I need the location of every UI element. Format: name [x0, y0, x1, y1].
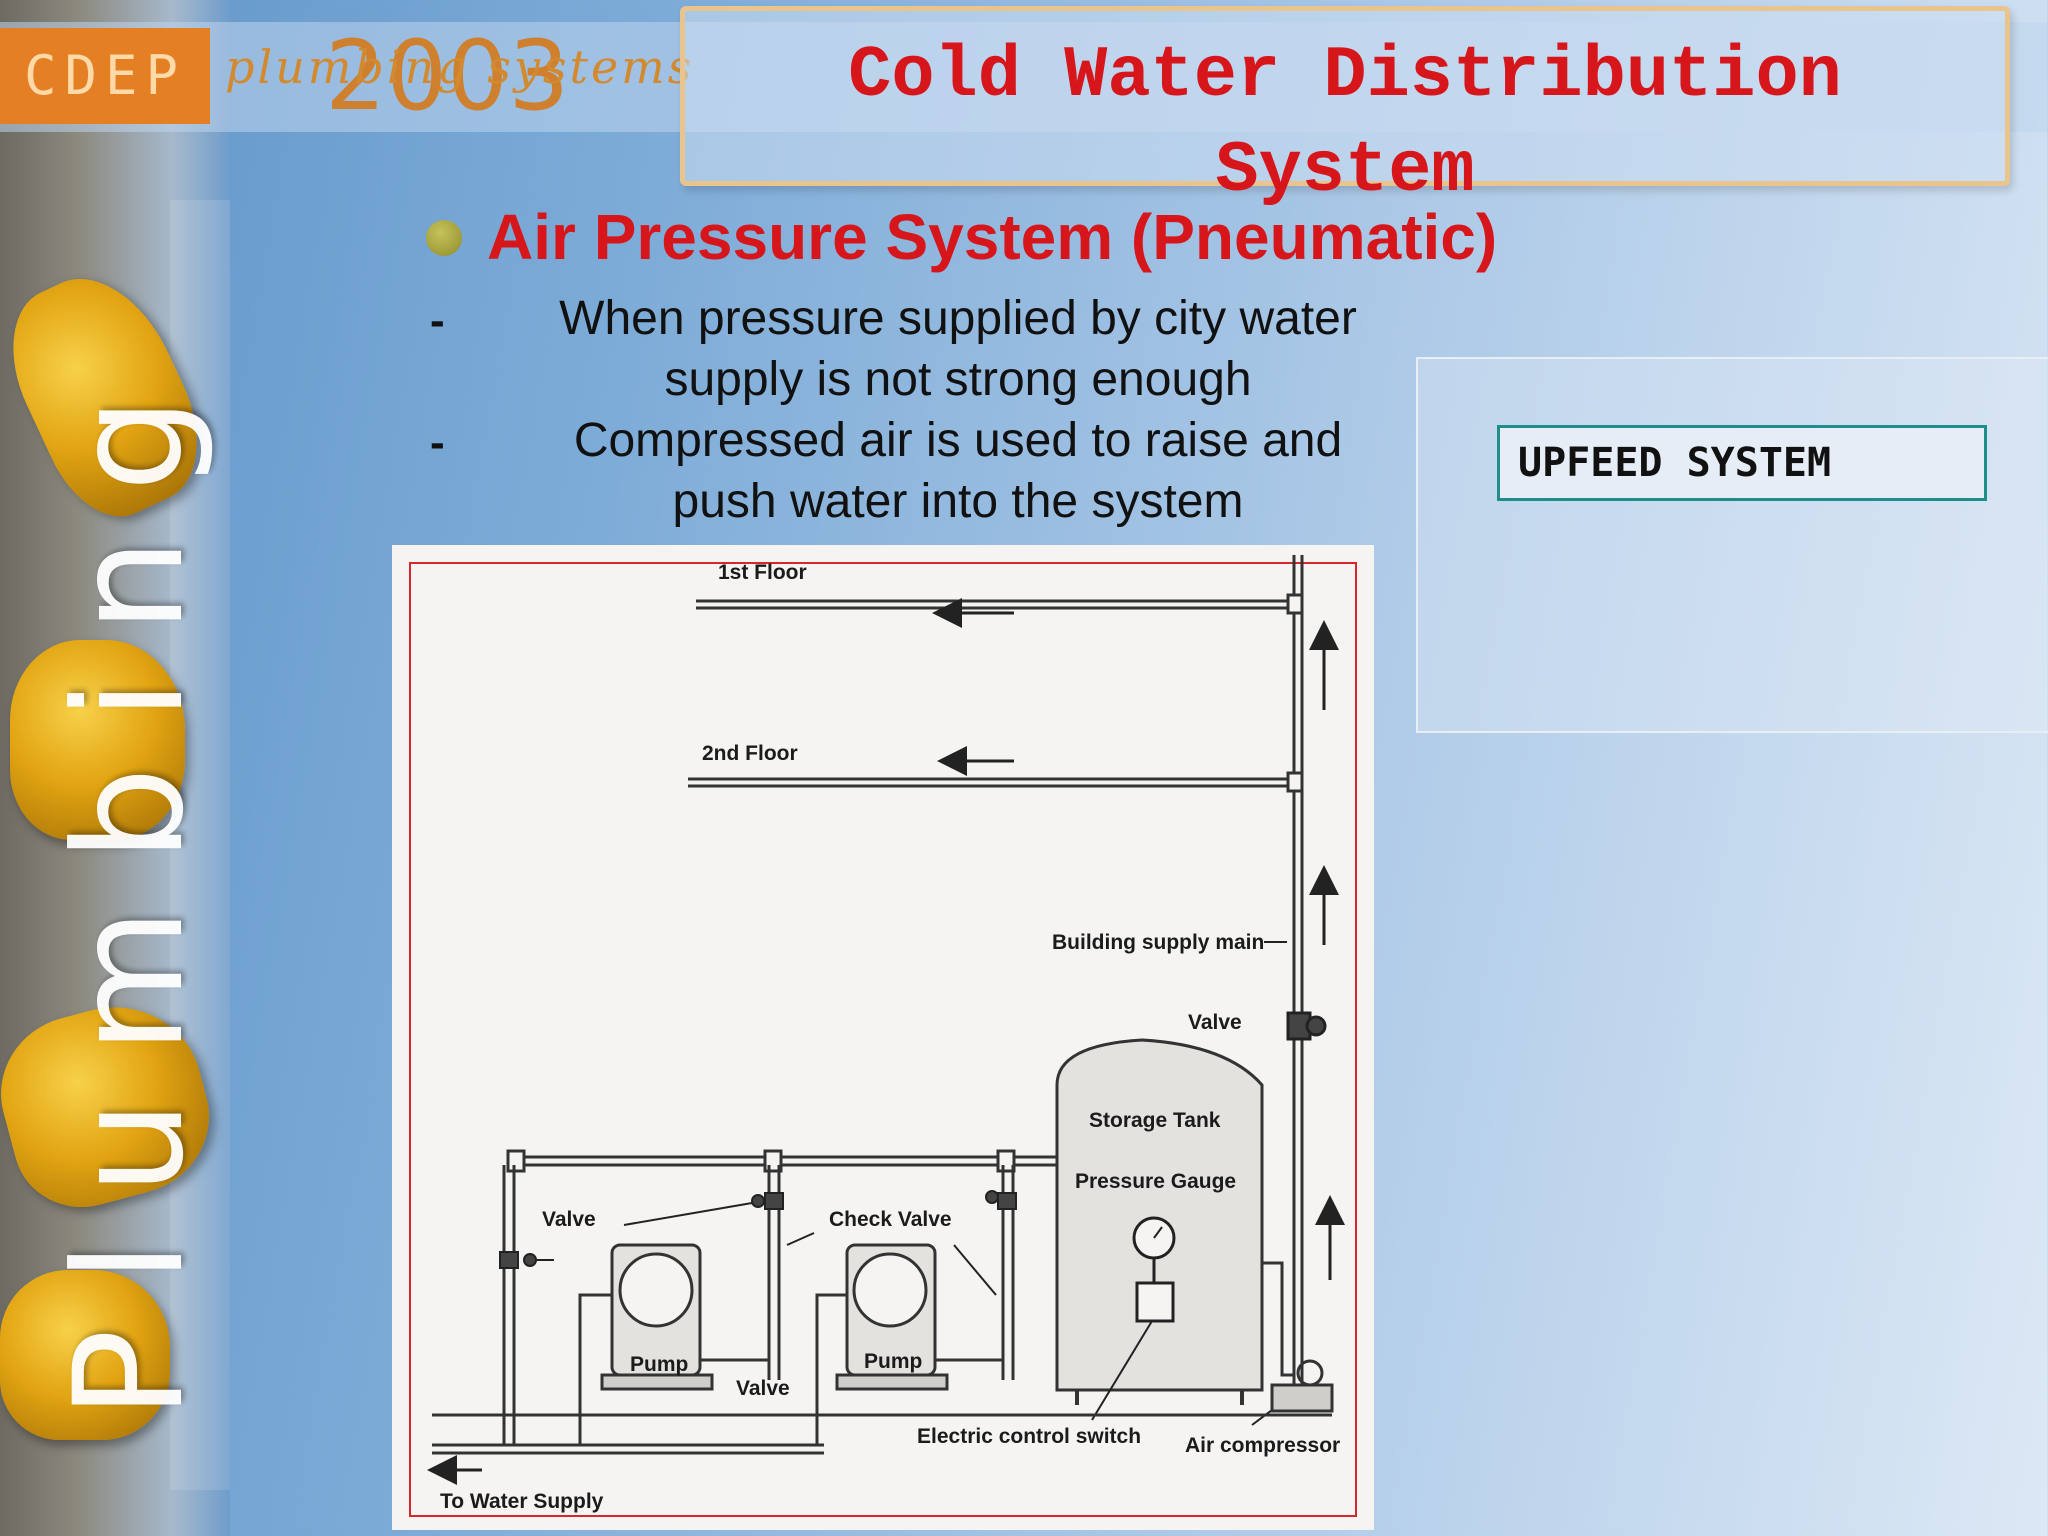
- sub-bullet-line: push water into the system: [518, 471, 1398, 532]
- floor-2-pipe: [688, 773, 1302, 791]
- label-to-water-supply: To Water Supply: [440, 1490, 604, 1513]
- upfeed-panel: [1416, 357, 2048, 733]
- label-electric-control-switch: Electric control switch: [917, 1425, 1141, 1448]
- sub-bullet-text: When pressure supplied by city water sup…: [518, 288, 1398, 410]
- label-valve-left: Valve: [542, 1208, 596, 1231]
- storage-tank: [1057, 1040, 1262, 1390]
- label-building-supply-main: Building supply main: [1052, 931, 1264, 954]
- leader-line: [624, 1203, 752, 1225]
- slide-title-line1: Cold Water Distribution: [685, 29, 2005, 124]
- title-box: Cold Water Distribution System: [680, 6, 2010, 186]
- label-valve-bottom: Valve: [736, 1377, 790, 1400]
- sub-bullet-line: When pressure supplied by city water: [518, 288, 1398, 349]
- diagram-svg: 1st Floor 2nd Floor Building supply main…: [392, 545, 1374, 1530]
- side-word: Plumbing: [45, 335, 215, 1435]
- sub-bullet-line: supply is not strong enough: [518, 349, 1398, 410]
- flow-arrows-up: [1324, 635, 1330, 1280]
- label-pressure-gauge: Pressure Gauge: [1075, 1170, 1236, 1193]
- sub-bullet-text: Compressed air is used to raise and push…: [518, 410, 1398, 532]
- sub-bullet-marker: -: [430, 418, 445, 468]
- label-air-compressor: Air compressor: [1185, 1434, 1340, 1457]
- logo: CDEP: [0, 28, 210, 124]
- label-valve-top: Valve: [1188, 1011, 1242, 1034]
- sub-bullet-line: Compressed air is used to raise and: [518, 410, 1398, 471]
- label-check-valve: Check Valve: [829, 1208, 952, 1231]
- tank-outlet-pipe: [1262, 1263, 1322, 1385]
- bullet-dot-icon: [426, 220, 462, 256]
- sub-bullet-marker: -: [430, 296, 445, 346]
- leader-line: [954, 1245, 996, 1295]
- leader-line: [787, 1233, 814, 1245]
- air-compressor: [1272, 1385, 1332, 1411]
- side-decoration: Plumbing: [0, 0, 230, 1536]
- label-pump-1: Pump: [630, 1353, 688, 1376]
- logo-subtitle: plumbing systems: [225, 40, 694, 94]
- riser-valve: [1288, 1013, 1325, 1039]
- label-1st-floor: 1st Floor: [718, 561, 807, 584]
- bullet-heading: Air Pressure System (Pneumatic): [487, 200, 1497, 274]
- label-2nd-floor: 2nd Floor: [702, 742, 798, 765]
- label-pump-2: Pump: [864, 1350, 922, 1373]
- floor-1-pipe: [696, 595, 1302, 613]
- label-storage-tank: Storage Tank: [1089, 1109, 1221, 1132]
- pneumatic-system-diagram: 1st Floor 2nd Floor Building supply main…: [392, 545, 1374, 1530]
- upfeed-label: UPFEED SYSTEM: [1497, 425, 1987, 501]
- building-supply-riser: [1294, 555, 1302, 1400]
- slide-title: Cold Water Distribution System: [685, 29, 2005, 219]
